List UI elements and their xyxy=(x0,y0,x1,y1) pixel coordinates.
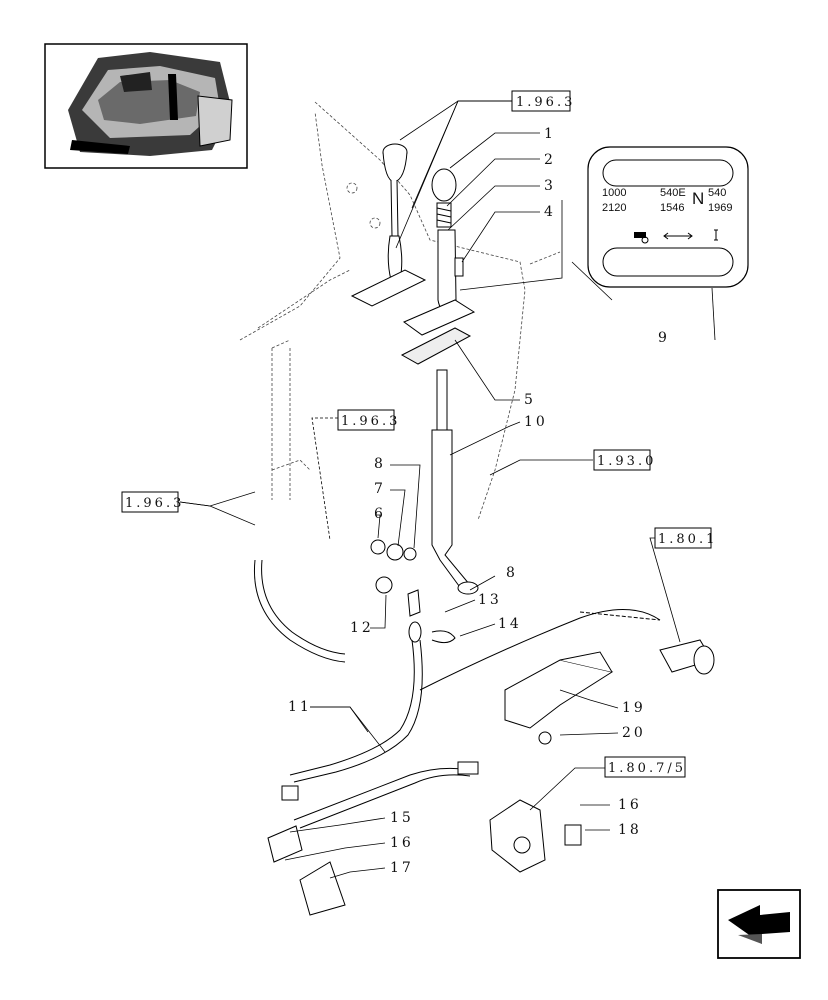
lever-rod xyxy=(436,369,448,431)
leader-lines xyxy=(179,100,716,879)
ref-1-80-7-5: 1.80.7/5 xyxy=(608,761,686,776)
lever-tube xyxy=(437,229,457,313)
callout-5: 5 xyxy=(524,392,536,408)
lever-knob xyxy=(431,168,457,202)
callout-16-right: 16 xyxy=(618,797,642,813)
callout-15: 15 xyxy=(390,810,414,826)
plate-right-top: 540 xyxy=(708,187,726,199)
plate-neutral: N xyxy=(692,189,704,208)
ref-1-80-1: 1.80.1 xyxy=(658,532,717,547)
guide-plate xyxy=(400,327,472,365)
callout-1: 1 xyxy=(544,126,556,142)
callout-12: 12 xyxy=(350,620,374,636)
svg-text:N: N xyxy=(692,189,704,208)
svg-text:1000: 1000 xyxy=(602,187,626,199)
cable-assembly xyxy=(253,559,661,829)
svg-text:2120: 2120 xyxy=(602,202,626,214)
callout-20: 20 xyxy=(622,725,646,741)
callout-8-top: 8 xyxy=(374,456,386,472)
callout-19: 19 xyxy=(622,700,646,716)
tractor-icon xyxy=(634,232,649,244)
callout-4: 4 xyxy=(544,204,556,220)
callout-7: 7 xyxy=(374,481,386,497)
reference-boxes: 1.96.3 1.96.3 1.96.3 1.93.0 1.80.1 1.80.… xyxy=(121,90,717,778)
selector-plate: 1000 540E N 540 2120 1546 1969 xyxy=(587,146,749,288)
reference-lever-assembly xyxy=(350,143,427,307)
ref-1-96-3-top: 1.96.3 xyxy=(516,95,575,110)
speed-arrows-icon xyxy=(663,232,693,240)
callout-2: 2 xyxy=(544,152,556,168)
svg-text:1969: 1969 xyxy=(708,202,732,214)
lower-linkage xyxy=(267,799,582,916)
bolt-4 xyxy=(454,257,464,277)
callout-9: 9 xyxy=(658,330,670,346)
callout-numbers: 1 2 3 4 5 6 7 8 8 9 10 11 12 13 14 15 16… xyxy=(288,126,670,876)
callout-14: 14 xyxy=(498,616,522,632)
plate-left-top: 1000 xyxy=(602,187,626,199)
plate-right-bottom: 1969 xyxy=(708,202,732,214)
bracket-19 xyxy=(504,651,614,745)
callout-18: 18 xyxy=(618,822,642,838)
small-fasteners xyxy=(370,539,479,644)
ref-1-96-3-mid: 1.96.3 xyxy=(341,414,400,429)
callout-13: 13 xyxy=(478,592,502,608)
tractor-cab-thumbnail-icon xyxy=(44,43,248,169)
cylinder-part xyxy=(659,639,715,675)
bracket-plate xyxy=(402,299,476,336)
callout-8-right: 8 xyxy=(506,565,518,581)
svg-text:540: 540 xyxy=(708,187,726,199)
callout-16-left: 16 xyxy=(390,835,414,851)
callout-10: 10 xyxy=(524,414,548,430)
ref-1-96-3-left: 1.96.3 xyxy=(125,496,184,511)
svg-text:540E: 540E xyxy=(660,187,686,199)
callout-11: 11 xyxy=(288,699,312,715)
callout-17: 17 xyxy=(390,860,414,876)
plate-left-bottom: 2120 xyxy=(602,202,626,214)
svg-text:1546: 1546 xyxy=(660,202,684,214)
callout-6: 6 xyxy=(374,506,386,522)
gear-lever-assembly xyxy=(400,168,476,591)
ground-speed-icon xyxy=(714,229,718,241)
previous-page-arrow-icon[interactable] xyxy=(717,889,801,959)
plate-center-top: 540E xyxy=(660,187,686,199)
ref-1-93-0: 1.93.0 xyxy=(597,454,656,469)
plate-center-bottom: 1546 xyxy=(660,202,684,214)
callout-3: 3 xyxy=(544,178,556,194)
